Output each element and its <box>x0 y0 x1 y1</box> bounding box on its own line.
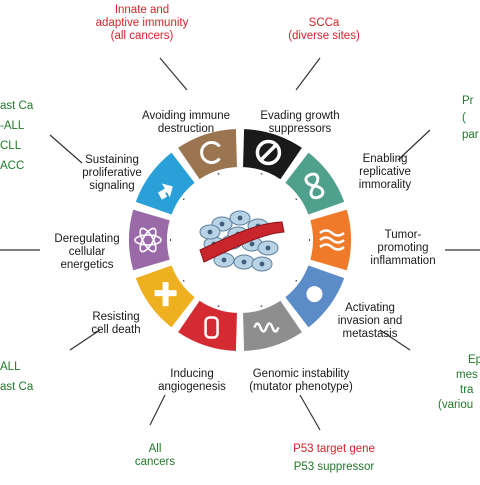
immune-icon <box>200 141 221 164</box>
annotation-left-lower: ALL ast Ca <box>0 361 34 393</box>
label-deregulating-energetics: Deregulating cellular energetics <box>54 233 120 271</box>
tumor-cell-nucleus <box>207 229 213 235</box>
segment-inducing-angiogenesis <box>175 298 240 353</box>
segment-sustaining-proliferative <box>133 149 198 218</box>
tumor-cell-nucleus <box>219 221 225 227</box>
connector-line <box>159 57 188 91</box>
tumor-cell-nucleus <box>259 261 265 267</box>
segment-avoiding-immune <box>175 127 240 182</box>
atom-icon <box>139 227 157 253</box>
connector-line <box>149 394 166 426</box>
tumor-cell-nucleus <box>241 259 247 265</box>
connector-line <box>299 394 321 431</box>
label-enabling-replicative: Enabling replicative immorality <box>358 153 412 191</box>
segment-deregulating-energetics <box>127 207 173 273</box>
connector-line <box>379 329 411 351</box>
atom-icon <box>134 234 162 246</box>
connector-line <box>69 329 101 351</box>
segment-evading-growth <box>240 127 305 182</box>
arrow-icon <box>157 183 173 200</box>
label-avoiding-immune: Avoiding immune destruction <box>141 110 230 135</box>
tumor-cell-nucleus <box>265 245 271 251</box>
atom-icon <box>139 227 157 253</box>
connector-line <box>49 134 83 164</box>
wave-icon <box>319 229 345 237</box>
vessel-icon <box>204 316 219 339</box>
cross-icon <box>154 282 177 307</box>
dna-icon <box>253 322 280 333</box>
label-sustaining-proliferative: Sustaining proliferative signaling <box>82 154 142 192</box>
prohibited-icon <box>255 139 282 166</box>
label-activating-invasion: Activating invasion and metastasis <box>337 302 403 340</box>
annotation-bottom-right: P53 target gene P53 suppressor <box>293 443 375 473</box>
connector-line <box>397 129 431 161</box>
connector-line <box>295 57 321 91</box>
annotation-top-left: Innate and adaptive immunity (all cancer… <box>95 4 189 42</box>
tumor-cell-nucleus <box>221 257 227 263</box>
tumor-cell-nucleus <box>237 215 243 221</box>
wave-icon <box>319 236 345 244</box>
annotation-bottom-left: All cancers <box>134 443 176 468</box>
label-genomic-instability: Genomic instability (mutator phenotype) <box>249 368 353 393</box>
annotation-right-upper: Pr ( par <box>462 95 479 141</box>
prohibited-slash-icon <box>259 143 278 162</box>
blood-vessel <box>199 221 285 263</box>
cell-spread-icon <box>306 286 323 303</box>
wave-icon <box>319 243 345 251</box>
annotation-right-lower: Ep mes tra (variou <box>438 354 480 411</box>
annotation-left-upper: ast Ca -ALL CLL ACC <box>0 100 34 172</box>
annotation-top-right: SCCa (diverse sites) <box>288 17 360 42</box>
tumor-cell-nucleus <box>249 241 255 247</box>
label-inducing-angiogenesis: Inducing angiogenesis <box>158 368 226 393</box>
label-resisting-cell-death: Resisting cell death <box>91 311 141 336</box>
label-evading-growth: Evading growth suppressors <box>260 110 340 135</box>
infinity-icon <box>304 172 325 200</box>
label-tumor-promoting: Tumor- promoting inflammation <box>370 229 436 267</box>
